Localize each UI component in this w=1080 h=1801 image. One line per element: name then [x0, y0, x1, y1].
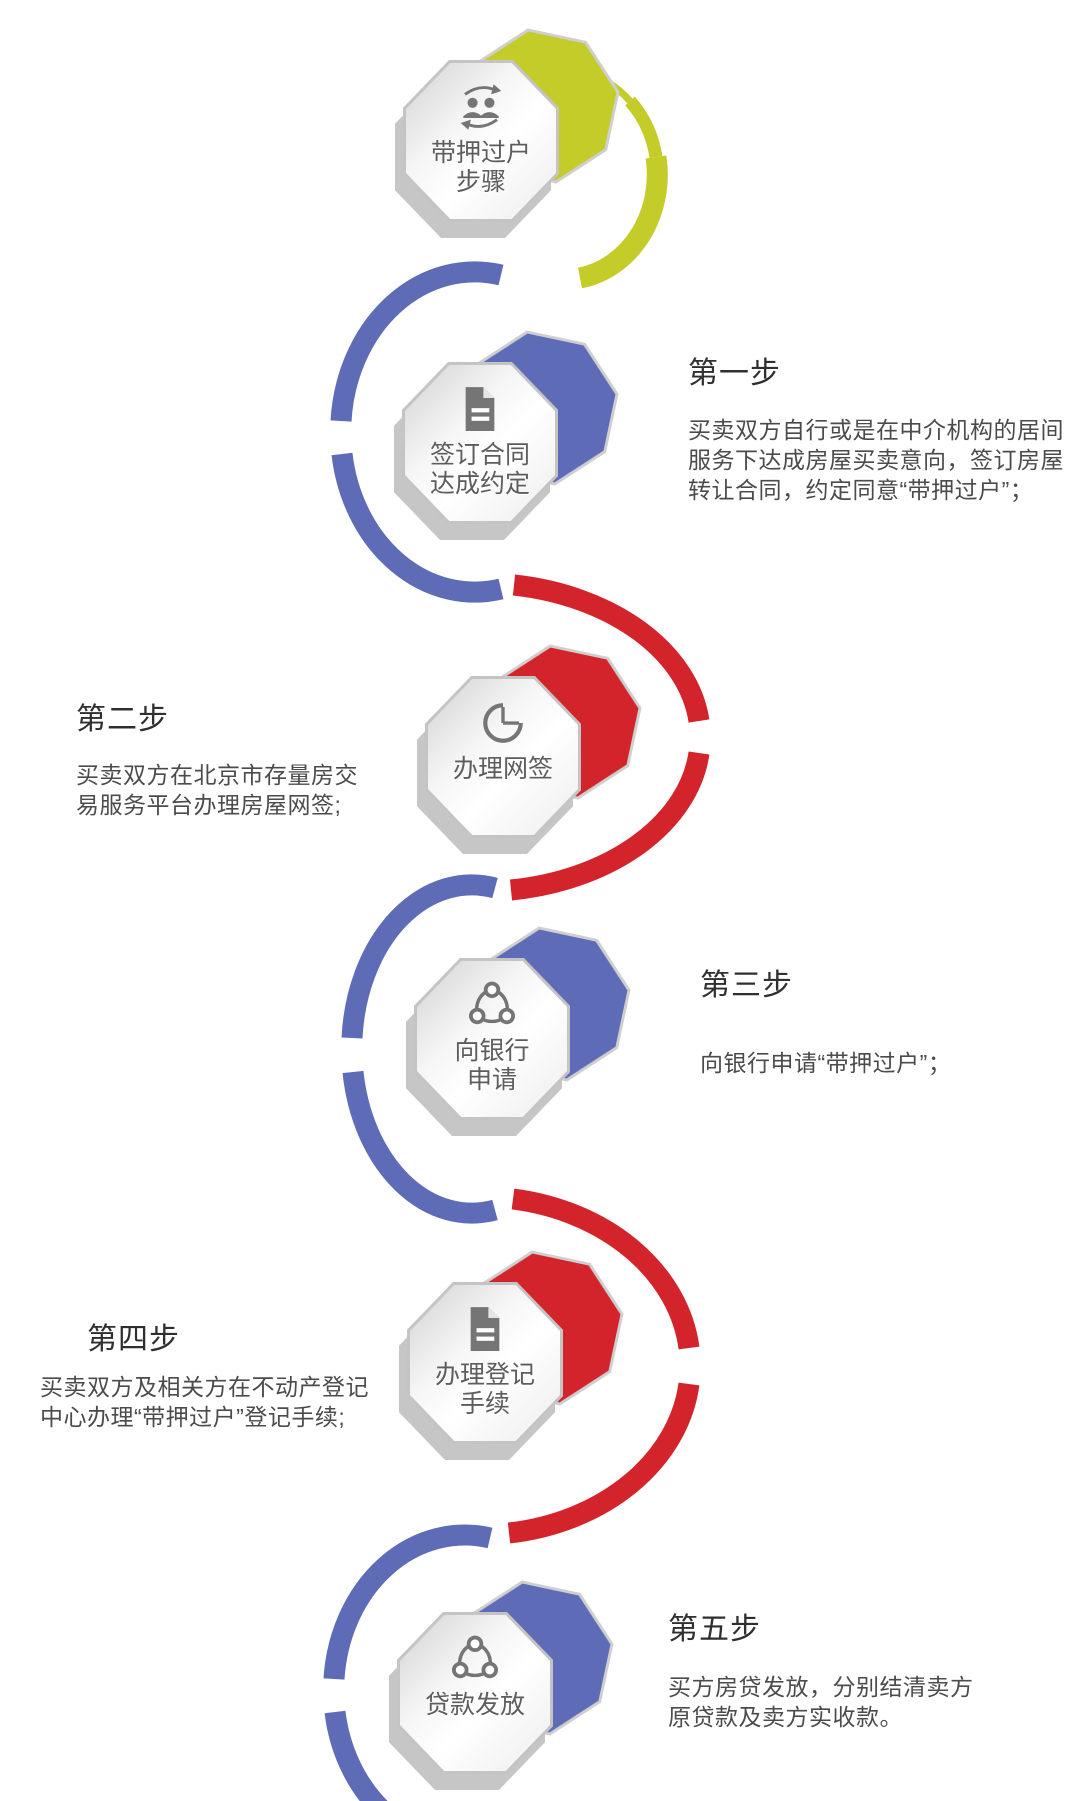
step-1-title: 第一步 [688, 357, 781, 390]
step-1-octagon: 签订合同 达成约定 [402, 362, 558, 524]
arc-step4-red [507, 1188, 700, 1544]
step-2-text: 第二步 买卖双方在北京市存量房交易服务平台办理房屋网签; [76, 702, 368, 820]
step-5-text: 第五步 买方房贷发放，分别结清卖方原贷款及卖方实收款。 [668, 1612, 980, 1732]
step-3-title: 第三步 [700, 969, 793, 1002]
step-5-body: 买方房贷发放，分别结清卖方原贷款及卖方实收款。 [668, 1674, 974, 1730]
step-1-text: 第一步 买卖双方自行或是在中介机构的居间服务下达成房屋买卖意向，签订房屋转让合同… [688, 356, 1080, 505]
step-2-body: 买卖双方在北京市存量房交易服务平台办理房屋网签; [76, 762, 358, 818]
hub-octagon: 带押过户 步骤 [403, 60, 559, 222]
hub-badge: 带押过户 步骤 [395, 60, 559, 238]
arc-step2-red [509, 574, 710, 901]
share-network-icon [465, 978, 519, 1032]
step-2-octagon: 办理网签 [425, 676, 581, 838]
step-1-body: 买卖双方自行或是在中介机构的居间服务下达成房屋买卖意向，签订房屋转让合同，约定同… [688, 417, 1064, 503]
arc-step1-blue [330, 261, 504, 603]
arc-step5-blue [323, 1524, 493, 1801]
step-3-text: 第三步 向银行申请“带押过户”； [700, 968, 1070, 1078]
step-5-octagon: 贷款发放 [397, 1612, 553, 1774]
step-4-body: 买卖双方及相关方在不动产登记中心办理“带押过户”登记手续; [40, 1374, 369, 1430]
arc-step3-blue [341, 874, 498, 1224]
step-5-badge-label: 贷款发放 [424, 1691, 525, 1719]
step-4-text: 第四步 买卖双方及相关方在不动产登记中心办理“带押过户”登记手续; [40, 1322, 370, 1432]
document-icon [453, 382, 507, 436]
step-3-body: 向银行申请“带押过户”； [700, 1050, 952, 1076]
step-5-badge: 贷款发放 [389, 1612, 553, 1790]
step-3-badge: 向银行 申请 [406, 958, 570, 1136]
step-5-title: 第五步 [668, 1613, 761, 1646]
step-2-title: 第二步 [76, 703, 169, 736]
document-icon [458, 1302, 512, 1356]
step-2-badge: 办理网签 [417, 676, 581, 854]
step-4-title: 第四步 [87, 1323, 180, 1356]
people-sync-icon [454, 80, 508, 134]
step-4-badge-label: 办理登记 手续 [434, 1361, 535, 1418]
step-1-badge: 签订合同 达成约定 [394, 362, 558, 540]
step-1-badge-label: 签订合同 达成约定 [429, 441, 530, 498]
step-2-badge-label: 办理网签 [452, 755, 553, 783]
step-4-octagon: 办理登记 手续 [407, 1282, 563, 1444]
step-3-badge-label: 向银行 申请 [454, 1037, 530, 1094]
step-3-octagon: 向银行 申请 [414, 958, 570, 1120]
hub-label: 带押过户 步骤 [430, 139, 531, 196]
step-4-badge: 办理登记 手续 [399, 1282, 563, 1460]
pie-chart-icon [476, 696, 530, 750]
share-network-icon [448, 1632, 502, 1686]
